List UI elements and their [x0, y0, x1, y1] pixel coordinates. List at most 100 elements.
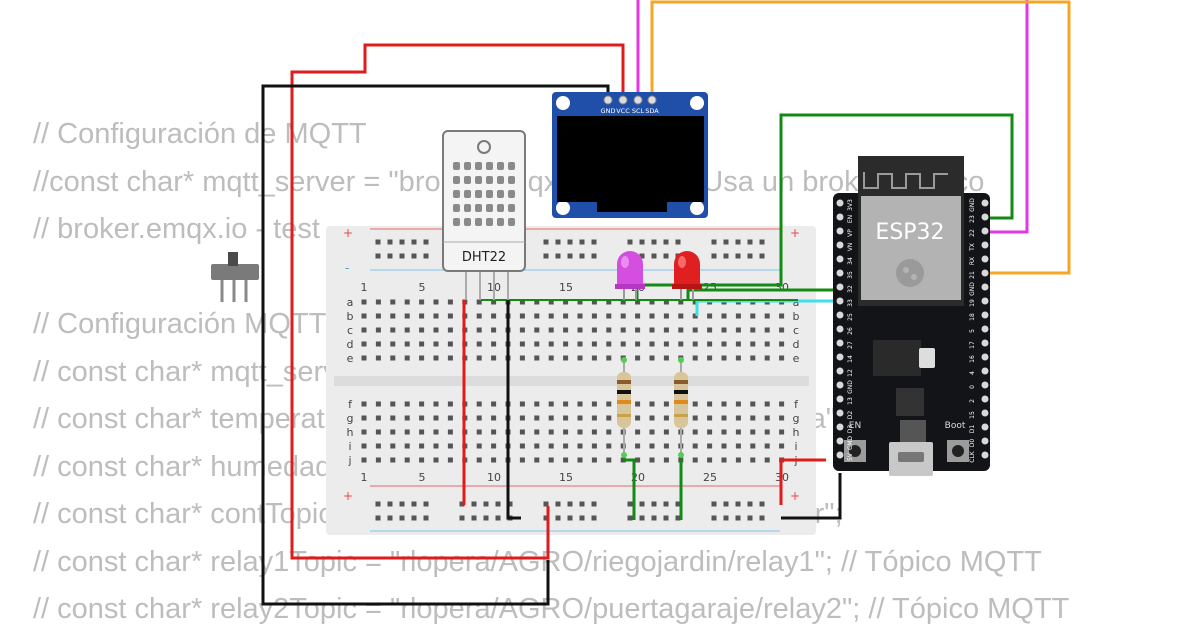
column-number: 25 — [703, 471, 717, 484]
row-label: e — [347, 352, 354, 365]
esp32-left-pin-label: VP — [847, 229, 854, 237]
esp32-right-pin-label: 16 — [969, 355, 976, 363]
oled-pin-label: SDA — [645, 107, 659, 115]
column-number: 5 — [419, 471, 426, 484]
row-label: e — [793, 352, 800, 365]
row-label: h — [793, 426, 800, 439]
led-magenta[interactable] — [615, 251, 645, 300]
row-label: i — [794, 440, 797, 453]
esp32-right-pin-label: D0 — [969, 439, 976, 448]
row-label: a — [347, 296, 354, 309]
esp32-left-pin-label: 27 — [847, 341, 854, 349]
row-label: i — [348, 440, 351, 453]
esp32-left-pin-label: 25 — [847, 313, 854, 321]
esp32-right-pin-label: GND — [969, 282, 976, 296]
esp32-left-pin-label: VN — [847, 243, 854, 252]
row-label: d — [347, 338, 354, 351]
column-number: 15 — [559, 471, 573, 484]
resistor-1 — [617, 357, 631, 458]
esp32-left-pin-label: 35 — [847, 271, 854, 279]
esp32-right-pin-label: 0 — [969, 385, 976, 389]
row-label: b — [347, 310, 354, 323]
esp32-right-pin-label: 18 — [969, 313, 976, 321]
esp32-left-pin-label: 33 — [847, 299, 854, 307]
column-number: 1 — [361, 471, 368, 484]
esp32-right-pin-label: 4 — [969, 371, 976, 375]
slide-switch[interactable] — [211, 252, 259, 302]
row-label: d — [793, 338, 800, 351]
rail-plus-label-bottom: + — [343, 489, 353, 503]
esp32-left-pin-label: 5V — [847, 452, 854, 461]
esp32-board: ESP32 EN Boot 3V3ENVPVN34353233252627141… — [833, 156, 990, 476]
esp32-left-pin-label: D3 — [847, 425, 854, 434]
row-label: f — [348, 398, 353, 411]
esp32-right-pin-label: 23 — [969, 215, 976, 223]
esp32-right-pin-label: D1 — [969, 425, 976, 434]
rail-plus-label-right-bottom: + — [790, 489, 800, 503]
esp32-left-pin-label: D2 — [847, 411, 854, 420]
oled-pin-label: SCL — [632, 107, 645, 115]
resistor-2 — [674, 357, 688, 458]
column-number: 1 — [361, 281, 368, 294]
wire-black-gnd — [261, 84, 610, 606]
row-label: c — [793, 324, 799, 337]
column-number: 5 — [419, 281, 426, 294]
column-number: 15 — [559, 281, 573, 294]
esp32-left-pin-label: EN — [847, 215, 854, 223]
wire-orange-sda — [650, 0, 1071, 275]
code-line: // const char* mqtt_server — [33, 355, 364, 388]
esp32-left-pin-label: 13 — [847, 397, 854, 405]
row-label: g — [347, 412, 354, 425]
wire-black-esp-gnd — [781, 473, 842, 520]
esp32-right-pin-label: 15 — [969, 411, 976, 419]
row-label: f — [794, 398, 799, 411]
breadboard: + - + + + 115510101515202025253030aabbcc… — [326, 226, 816, 535]
esp32-right-pin-label: 21 — [969, 271, 976, 279]
row-label: h — [347, 426, 354, 439]
dht22-sensor: DHT22 — [442, 130, 526, 300]
code-line: // const char* relay2Topic = "rlopera/AG… — [33, 593, 1070, 625]
wire-red-5v — [779, 458, 826, 505]
wire-red-vcc — [290, 43, 625, 560]
row-label: c — [347, 324, 353, 337]
esp32-left-pin-label: GND — [847, 380, 854, 394]
esp32-right-pin-label: 22 — [969, 229, 976, 237]
code-line: // broker.emqx.io - test — [33, 213, 320, 245]
esp32-right-pin-label: 5 — [969, 329, 976, 333]
esp32-right-pin-label: 19 — [969, 299, 976, 307]
esp32-right-pin-label: 17 — [969, 341, 976, 349]
esp32-left-pin-label: 26 — [847, 327, 854, 335]
column-number: 10 — [487, 471, 501, 484]
code-line: // Configuración MQTT — [33, 308, 327, 340]
dht22-label: DHT22 — [462, 250, 506, 265]
esp32-left-pin-label: 32 — [847, 285, 854, 293]
wire-magenta-esp22 — [985, 0, 1029, 234]
rail-minus-label: - — [345, 261, 349, 275]
esp32-label: ESP32 — [875, 220, 944, 245]
esp32-left-pin-label: 14 — [847, 355, 854, 363]
rail-plus-label-right: + — [790, 226, 800, 240]
oled-pin-label: VCC — [616, 107, 630, 115]
en-button-label: EN — [849, 421, 861, 431]
row-label: g — [793, 412, 800, 425]
esp32-right-pin-label: 2 — [969, 399, 976, 403]
esp32-right-pin-label: TX — [969, 243, 976, 252]
esp32-right-pin-label: CLK — [969, 450, 976, 463]
esp32-left-pin-label: 34 — [847, 257, 854, 265]
esp32-left-pin-label: 3V3 — [847, 199, 854, 211]
boot-button-label: Boot — [945, 421, 966, 431]
code-line: // const char* relay1Topic = "rlopera/AG… — [33, 545, 1042, 578]
esp32-left-pin-label: 12 — [847, 369, 854, 377]
led-red[interactable] — [672, 251, 702, 300]
esp32-right-pin-label: RX — [969, 257, 976, 265]
code-line: // Configuración de MQTT — [33, 118, 367, 150]
wire-green-r1 — [624, 458, 636, 520]
row-label: b — [793, 310, 800, 323]
esp32-right-pin-label: GND — [969, 198, 976, 212]
oled-pin-label: GND — [601, 107, 616, 115]
row-label: j — [347, 454, 351, 467]
esp32-left-pin-label: CMD — [847, 436, 854, 450]
wire-green-d32 — [686, 288, 845, 300]
